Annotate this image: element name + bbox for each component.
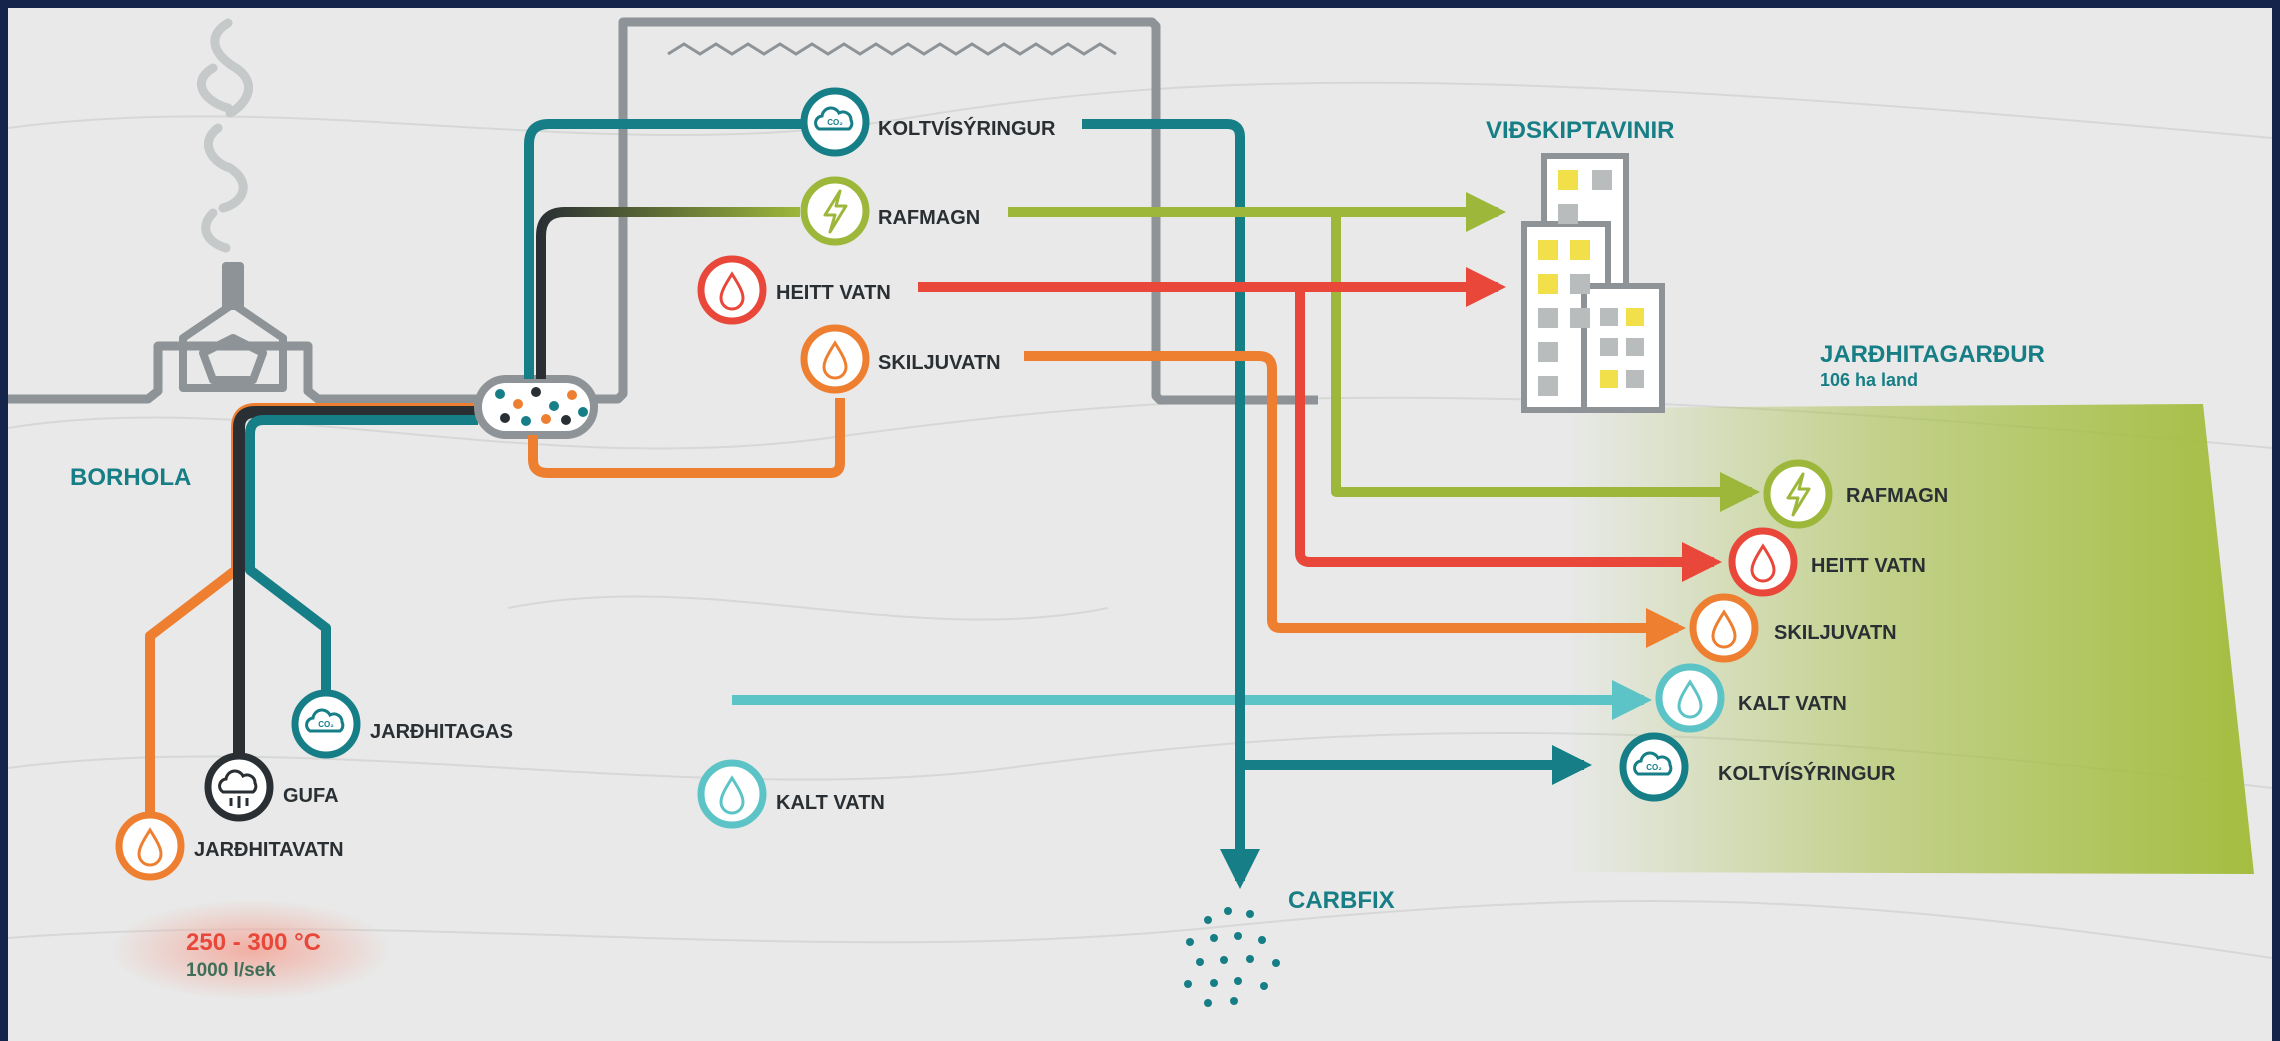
label-park-return-water: SKILJUVATN bbox=[1774, 622, 1897, 644]
node-park-electricity: RAFMAGN bbox=[1763, 459, 1948, 529]
water-drop-icon bbox=[822, 340, 848, 380]
output-pipes bbox=[918, 119, 1760, 889]
node-park-co2: CO₂ KOLTVÍSÝRINGUR bbox=[1619, 732, 1896, 802]
label-vidskiptavinir: VIÐSKIPTAVINIR bbox=[1486, 117, 1674, 144]
label-plant-electricity: RAFMAGN bbox=[878, 207, 980, 229]
label-plant-cold-water: KALT VATN bbox=[776, 792, 885, 814]
label-temperature: 250 - 300 °C bbox=[186, 929, 321, 956]
well-tower-icon bbox=[179, 262, 287, 392]
separator-icon bbox=[474, 375, 598, 439]
water-drop-icon bbox=[1750, 543, 1776, 583]
water-drop-icon bbox=[137, 827, 163, 867]
co2-icon-text: CO₂ bbox=[1646, 763, 1662, 772]
steam-wisps-icon bbox=[196, 18, 253, 253]
well-pipes bbox=[145, 403, 478, 872]
geothermal-park-area bbox=[1568, 404, 2254, 874]
label-borhola: BORHOLA bbox=[70, 464, 191, 491]
node-plant-hot-water: HEITT VATN bbox=[697, 255, 891, 325]
ground-line-right bbox=[586, 17, 1318, 405]
co2-cloud-icon bbox=[1633, 751, 1673, 776]
co2-cloud-icon bbox=[305, 708, 345, 733]
node-well-geo-water: JARÐHITAVATN bbox=[115, 811, 344, 881]
ground-line bbox=[8, 341, 480, 404]
water-drop-icon bbox=[719, 271, 745, 311]
lightning-icon bbox=[1786, 472, 1811, 517]
plant-roof-zigzag bbox=[667, 42, 1117, 56]
label-well-geo-water: JARÐHITAVATN bbox=[194, 839, 344, 861]
label-plant-hot-water: HEITT VATN bbox=[776, 282, 891, 304]
node-plant-return-water: SKILJUVATN bbox=[800, 324, 1001, 394]
water-drop-icon bbox=[719, 775, 745, 815]
node-park-return-water: SKILJUVATN bbox=[1689, 593, 1897, 663]
lightning-icon bbox=[823, 189, 848, 234]
node-park-cold-water: KALT VATN bbox=[1655, 663, 1847, 733]
label-flow-rate: 1000 l/sek bbox=[186, 960, 276, 981]
co2-icon-text: CO₂ bbox=[318, 720, 334, 729]
co2-cloud-icon bbox=[814, 106, 854, 131]
label-park-co2: KOLTVÍSÝRINGUR bbox=[1718, 761, 1896, 785]
label-well-steam: GUFA bbox=[283, 785, 339, 807]
label-well-gas: JARÐHITAGAS bbox=[370, 721, 513, 743]
building-icon bbox=[1521, 153, 1665, 413]
diagram-canvas: CO₂ KOLTVÍSÝRINGUR RAFMAGN HEITT VATN SK… bbox=[8, 8, 2272, 1041]
carbfix-dots-icon bbox=[1184, 907, 1280, 1007]
label-jardhitagardur: JARÐHITAGARÐUR bbox=[1820, 341, 2045, 368]
label-park-electricity: RAFMAGN bbox=[1846, 485, 1948, 507]
label-jardhitagardur-sub: 106 ha land bbox=[1820, 370, 1918, 390]
label-park-cold-water: KALT VATN bbox=[1738, 693, 1847, 715]
geothermal-flow-diagram: CO₂ KOLTVÍSÝRINGUR RAFMAGN HEITT VATN SK… bbox=[8, 17, 2272, 1007]
label-park-hot-water: HEITT VATN bbox=[1811, 555, 1926, 577]
label-carbfix: CARBFIX bbox=[1288, 887, 1395, 914]
node-well-gas: CO₂ JARÐHITAGAS bbox=[291, 689, 513, 759]
water-drop-icon bbox=[1711, 609, 1737, 649]
node-well-steam: GUFA bbox=[204, 752, 339, 822]
node-park-hot-water: HEITT VATN bbox=[1728, 527, 1926, 597]
node-plant-electricity: RAFMAGN bbox=[800, 176, 980, 246]
co2-icon-text: CO₂ bbox=[827, 118, 843, 127]
water-drop-icon bbox=[1677, 679, 1703, 719]
label-plant-return-water: SKILJUVATN bbox=[878, 352, 1001, 374]
temperature-glow bbox=[111, 900, 391, 1000]
node-plant-cold-water: KALT VATN bbox=[697, 759, 885, 829]
steam-cloud-icon bbox=[218, 769, 258, 808]
node-plant-co2: CO₂ KOLTVÍSÝRINGUR bbox=[800, 87, 1056, 157]
label-plant-co2: KOLTVÍSÝRINGUR bbox=[878, 116, 1056, 140]
